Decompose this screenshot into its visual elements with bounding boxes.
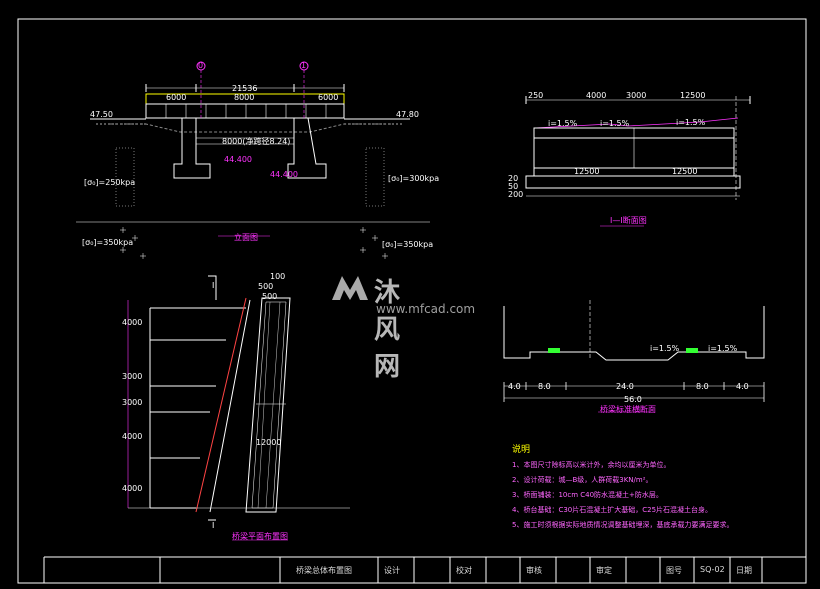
elevation-span-left: 6000 [166,93,187,102]
cross-dim-3: 3000 [626,91,647,100]
title-review: 审核 [526,566,542,575]
plan-top-dim-2: 500 [258,282,274,291]
note-item-3: 3、桥面铺装：10cm C40防水混凝土+防水层。 [512,491,663,499]
plan-section-mark-bottom: I [212,521,215,530]
elevation-total-span: 21536 [232,84,258,93]
plan-left-dim-2: 3000 [122,372,143,381]
cross-section-title: I—I断面图 [610,216,647,225]
plan-top-dim-1: 100 [270,272,286,281]
bearing-left: [σ₀]=250kpa [84,178,136,187]
notes-block: 说明 1、本图尺寸除标高以米计外，余均以厘米为单位。 2、设计荷载：城—B级，人… [512,442,782,533]
title-date-label: 日期 [736,566,752,575]
elevation-height-left: 44.400 [224,155,252,164]
bearing-bottom-left: [σ₀]=350kpa [82,238,134,247]
cross-section-view [525,96,751,227]
road-dim-4: 8.0 [696,382,709,391]
sheet-border [17,18,807,584]
half-plan-title: 桥梁平面布置图 [232,532,288,541]
road-slope-left: i=1.5% [650,344,680,353]
road-slope-right: i=1.5% [708,344,738,353]
elevation-under-span: 8000(净跨径8.24) [222,137,291,146]
watermark-logo-icon [332,276,368,300]
note-item-5: 5、施工时须根据实际地质情况调整基础埋深，基底承载力要满足要求。 [512,521,734,529]
title-drawing-no: SQ-02 [700,565,725,574]
note-item-4: 4、桥台基础：C30片石混凝土扩大基础，C25片石混凝土台身。 [512,506,713,514]
road-dim-3: 24.0 [616,382,634,391]
axis-marker-right: 1 [301,61,307,70]
road-total: 56.0 [624,395,642,404]
elevation-span-mid: 8000 [234,93,255,102]
cross-dim-1: 250 [528,91,544,100]
elevation-span-right: 6000 [318,93,339,102]
title-drawing-no-label: 图号 [666,566,682,575]
title-drawing-name: 桥梁总体布置图 [296,566,352,575]
plan-section-mark-top: I [212,281,215,290]
cross-dim-4: 12500 [680,91,706,100]
elevation-title: 立面图 [234,233,258,242]
title-check: 校对 [456,566,472,575]
elevation-elev-right: 47.80 [396,110,419,119]
plan-top-dim-3: 500 [262,292,278,301]
plan-left-dim-3: 3000 [122,398,143,407]
cross-slope-mid: i=1.5% [600,119,630,128]
road-dim-2: 8.0 [538,382,551,391]
cross-height-2: 50 [508,182,519,191]
plan-left-dim-5: 4000 [122,484,143,493]
bearing-bottom-right: [σ₀]=350kpa [382,240,434,249]
axis-marker-left: 0 [198,61,204,70]
road-dim-5: 4.0 [736,382,749,391]
notes-title: 说明 [512,445,531,455]
elevation-view [76,61,430,259]
title-block-frame [43,556,806,583]
title-design: 设计 [384,566,400,575]
cross-height-1: 20 [508,174,519,183]
cross-dim-2: 4000 [586,91,607,100]
cross-width-right: 12500 [672,167,698,176]
plan-mid-dim: 12000 [256,438,282,447]
elevation-elev-left: 47.50 [90,110,113,119]
cross-slope-left: i=1.5% [548,119,578,128]
bearing-right: [σ₀]=300kpa [388,174,440,183]
road-dim-1: 4.0 [508,382,521,391]
road-section-view [503,300,765,413]
title-approve: 审定 [596,566,612,575]
plan-left-dim-4: 4000 [122,432,143,441]
plan-left-dim-1: 4000 [122,318,143,327]
note-item-2: 2、设计荷载：城—B级，人群荷载3KN/m²。 [512,476,653,484]
road-section-title: 桥梁标准横断面 [600,405,656,414]
note-item-1: 1、本图尺寸除标高以米计外，余均以厘米为单位。 [512,461,671,469]
cross-slope-right: i=1.5% [676,118,706,127]
watermark-text: 沐风网 [374,278,404,382]
cross-width-left: 12500 [574,167,600,176]
cross-height-3: 200 [508,190,524,199]
watermark-url: www.mfcad.com [376,302,476,316]
half-plan-view [127,275,350,541]
elevation-height-right: 44.400 [270,170,298,179]
